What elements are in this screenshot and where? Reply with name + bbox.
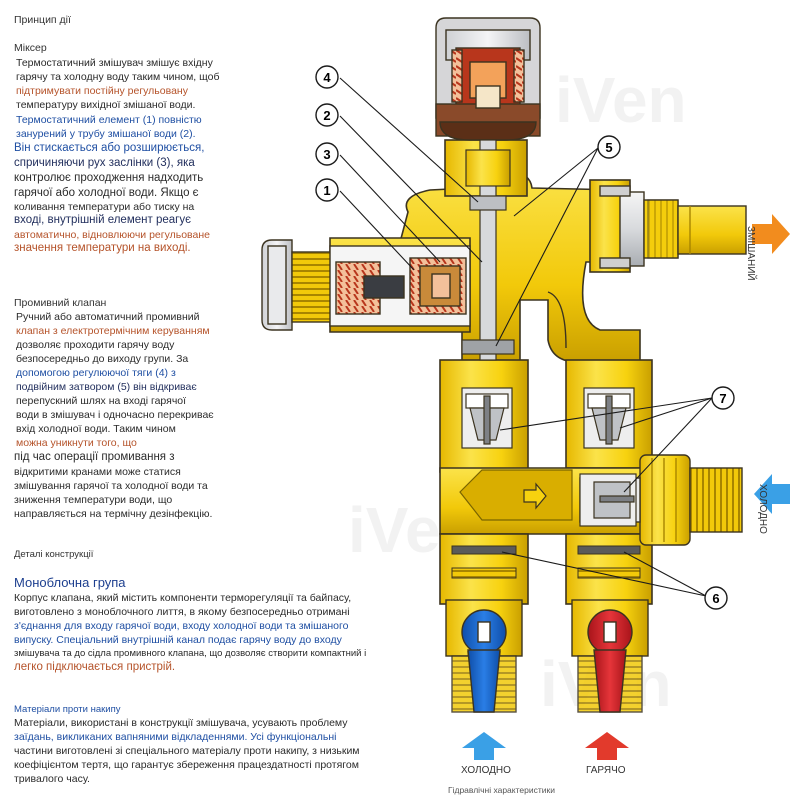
check-valve-right xyxy=(583,387,635,449)
flush-line: клапан з електротермічним керуванням xyxy=(16,325,210,337)
materials-line: коефіцієнтом тертя, що гарантує збережен… xyxy=(14,759,359,771)
construction-line: з'єднання для входу гарячої води, входу … xyxy=(14,620,349,632)
flush-line: Ручний або автоматичний промивний xyxy=(16,311,200,323)
materials-heading: Матеріали проти накипу xyxy=(14,704,121,715)
mixer-line: спричиняючи рух заслінки (3), яка xyxy=(14,157,195,169)
flush-line: направляється на термічну дезінфекцію. xyxy=(14,508,213,520)
check-valve-left xyxy=(461,387,513,449)
callout-4: 4 xyxy=(315,65,339,89)
callout-2: 2 xyxy=(315,103,339,127)
mixer-line: контролює проходження надходить xyxy=(14,172,204,184)
materials-line: заїдань, викликаних вапняними відкладенн… xyxy=(14,731,337,743)
mixer-line: Термостатичний елемент (1) повністю xyxy=(16,114,202,126)
construction-line: змішувача та до сідла промивного клапана… xyxy=(14,648,367,659)
hot-up-arrow-icon xyxy=(585,732,629,760)
mixer-line: Термостатичний змішувач змішує вхідну xyxy=(16,57,213,69)
mixed-out-arrow-icon xyxy=(752,214,790,254)
construction-line: випуску. Спеціальний внутрішній канал по… xyxy=(14,634,342,646)
callout-1: 1 xyxy=(315,178,339,202)
mixer-line: коливання температури або тиску на xyxy=(14,201,195,213)
mixer-line: автоматично, відновлюючи регульоване xyxy=(14,229,210,241)
svg-text:2: 2 xyxy=(323,108,330,123)
callouts: 4 2 3 1 5 7 6 xyxy=(315,65,735,610)
hot-ball-valve xyxy=(571,599,649,713)
thermostat-head xyxy=(435,17,541,141)
materials-line: частини виготовлені зі спеціального мате… xyxy=(14,745,360,757)
mixer-line: гарячої або холодної води. Якщо є xyxy=(14,187,199,199)
mixer-heading: Міксер xyxy=(14,42,47,54)
flush-line: перепускний шлях на вході гарячої xyxy=(16,395,187,407)
flush-line: безпосередньо до виходу групи. За xyxy=(16,353,189,365)
principle-heading: Принцип дії xyxy=(14,14,71,26)
flush-line: відкритими кранами може статися xyxy=(14,466,181,478)
svg-text:6: 6 xyxy=(712,591,719,606)
flush-line: можна уникнути того, що xyxy=(16,437,137,449)
flush-line: подвійним затвором (5) він відкриває xyxy=(16,381,197,393)
flush-heading: Промивний клапан xyxy=(14,297,107,309)
construction-line: виготовлено з моноблочного лиття, в яком… xyxy=(14,606,350,618)
construction-line: Корпус клапана, який містить компоненти … xyxy=(14,592,352,604)
thermostatic-element xyxy=(261,239,471,331)
mixer-line: значення температури на виході. xyxy=(14,242,191,254)
svg-text:5: 5 xyxy=(605,140,612,155)
construction-block-title: Моноблочна група xyxy=(14,575,126,590)
construction-line: легко підключається пристрій. xyxy=(14,661,176,673)
callout-5: 5 xyxy=(597,135,621,159)
label-hot: ГАРЯЧО xyxy=(586,765,626,776)
label-cold: ХОЛОДНО xyxy=(461,765,511,776)
cold-ball-valve xyxy=(445,599,523,713)
flush-line: допомогою регулюючої тяги (4) з xyxy=(16,367,176,379)
label-cold-right: ХОЛОДНО xyxy=(757,484,768,534)
mixer-line: Він стискається або розширюється, xyxy=(14,142,205,154)
mixer-line: занурений у трубу змішаної води (2). xyxy=(16,128,196,140)
seal-rings xyxy=(451,545,641,579)
materials-line: Матеріали, використані в конструкції змі… xyxy=(14,717,348,729)
callout-7: 7 xyxy=(711,386,735,410)
flush-line: вхід холодної води. Таким чином xyxy=(16,423,176,435)
construction-heading: Деталі конструкції xyxy=(14,549,94,560)
flush-line: зниження температури води, що xyxy=(14,494,173,506)
mixer-line: вході, внутрішній елемент реагує xyxy=(14,214,191,226)
svg-text:7: 7 xyxy=(719,391,726,406)
svg-text:3: 3 xyxy=(323,147,330,162)
check-valve-cold xyxy=(579,473,637,527)
watermark-text: iVen xyxy=(555,64,687,136)
flush-line: дозволяє проходити гарячу воду xyxy=(16,339,175,351)
svg-text:4: 4 xyxy=(323,70,331,85)
mixer-line: підтримувати постійну регульовану xyxy=(16,85,188,97)
svg-text:1: 1 xyxy=(323,183,330,198)
flush-line: води в змішувач і одночасно перекриває xyxy=(16,409,214,421)
materials-line: тривалого часу. xyxy=(14,773,90,785)
callout-lines xyxy=(339,77,713,597)
mixed-outlet xyxy=(599,185,747,269)
regulating-stem xyxy=(461,139,515,361)
footer-caption: Гідравлічні характеристики xyxy=(448,785,555,795)
mixer-line: температуру вихідної змішаної води. xyxy=(16,99,196,111)
flush-line: під час операції промивання з xyxy=(14,451,175,463)
label-mixed: ЗМІШАНИЙ xyxy=(745,226,758,281)
callout-3: 3 xyxy=(315,142,339,166)
callout-6: 6 xyxy=(704,586,728,610)
mixer-line: гарячу та холодну воду таким чином, щоб xyxy=(16,71,220,83)
cold-up-arrow-icon xyxy=(462,732,506,760)
cold-in-arrow-icon xyxy=(754,474,790,514)
flush-line: змішування гарячої та холодної води та xyxy=(14,480,208,492)
flow-arrow-icon xyxy=(523,482,547,510)
